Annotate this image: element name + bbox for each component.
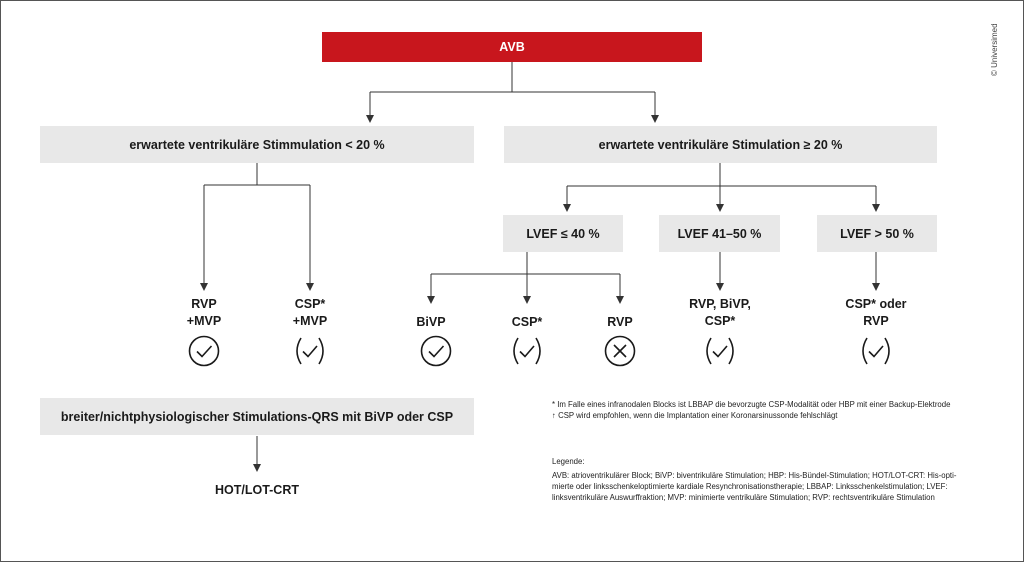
- check-circle-icon: [188, 335, 220, 367]
- outcome-rvp-mvp-line2: +MVP: [186, 314, 222, 328]
- outcome-bivp: BiVP: [416, 315, 446, 329]
- footnote-1: * Im Falle eines infranodalen Blocks ist…: [552, 400, 951, 409]
- hot-lot-crt-label: HOT/LOT-CRT: [214, 483, 299, 497]
- connector-avb: [370, 62, 655, 93]
- connector-lvef-low: [431, 252, 620, 275]
- check-circle-icon: [420, 335, 452, 367]
- lvef-low-box: LVEF ≤ 40 %: [503, 215, 623, 252]
- branch-right-box: erwartete ventrikuläre Stimulation ≥ 20 …: [504, 126, 937, 163]
- check-parenthesized-icon: [862, 337, 890, 365]
- qrs-box: breiter/nichtphysiologischer Stimulation…: [40, 398, 474, 435]
- outcome-high: CSP* oder RVP: [826, 296, 926, 330]
- legend: Legende: AVB: atrioventrikulärer Block; …: [552, 456, 992, 503]
- connector-left-branch: [204, 163, 310, 186]
- legend-line-3: linksventrikuläre Auswurffraktion; MVP: …: [552, 493, 935, 502]
- legend-line-1: AVB: atrioventrikulärer Block; BiVP: biv…: [552, 471, 957, 480]
- outcome-high-line1: CSP* oder: [845, 297, 907, 311]
- outcome-mid: RVP, BiVP, CSP*: [670, 296, 770, 330]
- outcome-rvp-mvp: RVP +MVP: [164, 296, 244, 330]
- outcome-mid-line2: CSP*: [704, 314, 736, 328]
- connector-right-branch: [567, 163, 876, 187]
- check-parenthesized-icon: [296, 337, 324, 365]
- check-parenthesized-icon: [706, 337, 734, 365]
- outcome-rvp-mvp-line1: RVP: [191, 297, 217, 311]
- lvef-high-box: LVEF > 50 %: [817, 215, 937, 252]
- outcome-mid-line1: RVP, BiVP,: [689, 297, 751, 311]
- outcome-rvp: RVP: [607, 315, 633, 329]
- outcome-csp-mvp-line2: +MVP: [292, 314, 328, 328]
- footnotes: * Im Falle eines infranodalen Blocks ist…: [552, 399, 992, 421]
- legend-title: Legende:: [552, 457, 585, 466]
- check-parenthesized-icon: [513, 337, 541, 365]
- legend-line-2: mierte oder linksschenkeloptimierte kard…: [552, 482, 948, 491]
- outcome-csp: CSP*: [511, 315, 543, 329]
- outcome-high-line2: RVP: [863, 314, 889, 328]
- lvef-mid-box: LVEF 41–50 %: [659, 215, 780, 252]
- avb-box: AVB: [322, 32, 702, 62]
- outcome-csp-mvp-line1: CSP*: [294, 297, 326, 311]
- cross-circle-icon: [604, 335, 636, 367]
- footnote-2: ↑ CSP wird empfohlen, wenn die Implantat…: [552, 411, 838, 420]
- branch-left-box: erwartete ventrikuläre Stimmulation < 20…: [40, 126, 474, 163]
- outcome-csp-mvp: CSP* +MVP: [270, 296, 350, 330]
